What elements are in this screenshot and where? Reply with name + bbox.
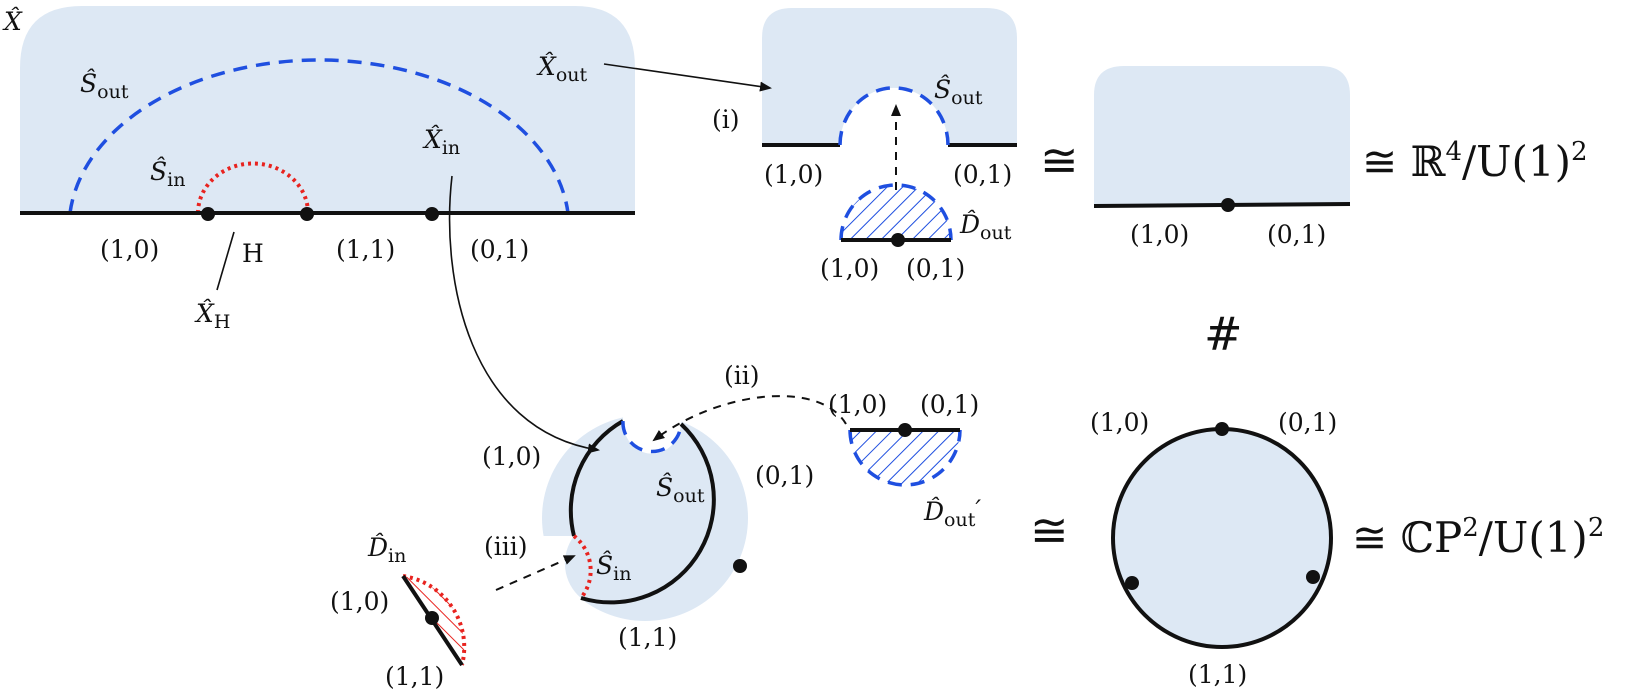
vertex [1221,198,1235,212]
s-out-label-3: Ŝout [656,473,705,507]
d-out-boundary [839,183,953,241]
panel-x-hat: X̂ Ŝout Ŝin X̂in X̂out H X̂H (1,0) (1,1)… [2,6,635,333]
vertex [891,233,905,247]
edge-label-11: (1,1) [336,235,395,264]
cp2-region [1113,429,1331,647]
cong-symbol: ≅ [1040,133,1079,187]
s-out-cut [838,86,950,146]
x-in-arrow [448,175,600,454]
s-in-notch-fill [540,536,581,598]
edge-label-10: (1,0) [828,390,887,419]
edge-label-01: (0,1) [755,461,814,490]
vertex [1215,422,1229,436]
r4-region [1094,66,1350,206]
x-h-label: X̂H [194,299,230,333]
vertex [425,207,439,221]
panel-r4: (1,0) (0,1) ≅ ℝ4/U(1)2 [1093,66,1588,249]
cp2-quotient: ≅ ℂP2/U(1)2 [1352,513,1604,562]
edge-label-10: (1,0) [1130,220,1189,249]
vertex [1125,576,1139,590]
d-out-label: D̂out [959,210,1012,244]
edge-label-11: (1,1) [385,662,444,691]
x-in-edge-left [568,419,624,537]
edge-label-10: (1,0) [482,442,541,471]
x-out-label: X̂out [536,52,587,86]
vertex [733,559,747,573]
vertex [425,611,439,625]
s-out-notch-fill [622,410,681,454]
x-out-arrow [603,63,772,92]
edge-label-10: (1,0) [330,587,389,616]
d-in-label: D̂in [367,533,406,567]
s-out-label-2: Ŝout [934,75,983,109]
edge-label-01: (0,1) [1278,408,1337,437]
edge-label-10: (1,0) [100,235,159,264]
edge-label-10: (1,0) [1090,408,1149,437]
s-out-label: Ŝout [80,69,129,103]
x-out-region [762,8,1017,145]
d-out-prime-disk [850,430,960,485]
s-in-boundary [196,161,310,214]
x-in-label: X̂in [422,125,460,159]
step-ii-label: (ii) [724,361,760,390]
cong-symbol: ≅ [1030,503,1069,557]
s-in-label: Ŝin [150,157,185,191]
vertex [898,423,912,437]
edge-label-01: (0,1) [1267,220,1326,249]
connected-sum-symbol: # [1204,307,1243,361]
panel-x-in: (1,0) (0,1) (1,1) Ŝout Ŝin (1,0) (0,1) D… [330,175,981,691]
s-in-cut [572,534,593,600]
edge-label-01: (0,1) [953,160,1012,189]
step-ii-arrow [652,395,847,442]
step-iii-label: (iii) [484,532,528,561]
vertex [1306,570,1320,584]
x-hat-label: X̂ [2,7,23,36]
edge-label-01: (0,1) [470,235,529,264]
s-out-cut [621,420,683,454]
h-label: H [242,239,264,268]
x-hat-region [20,6,635,213]
vertex [201,207,215,221]
panel-cp2: (1,0) (0,1) (1,1) ≅ ℂP2/U(1)2 [1090,408,1604,689]
panel-x-out: (i) Ŝout D̂out (1,0) (0,1) (1,0) (0,1) [603,8,1017,283]
edge-label-01: (0,1) [906,254,965,283]
s-in-label-2: Ŝin [596,551,631,585]
edge-label-10: (1,0) [820,254,879,283]
d-out-prime-boundary [848,429,962,487]
x-h-pointer [216,231,235,291]
edge-label-11: (1,1) [1188,660,1247,689]
d-out-disk [841,185,951,240]
edge-label-01: (0,1) [920,390,979,419]
r4-quotient: ≅ ℝ4/U(1)2 [1362,137,1588,186]
edge-label-11: (1,1) [618,623,677,652]
x-in-region [542,415,748,621]
edge-label-10: (1,0) [764,160,823,189]
step-i-label: (i) [712,105,740,134]
d-out-prime-label: D̂out′ [923,495,981,531]
s-out-boundary [68,58,570,214]
x-in-edge [580,422,716,605]
vertex [300,207,314,221]
d-in-boundary [402,574,467,666]
